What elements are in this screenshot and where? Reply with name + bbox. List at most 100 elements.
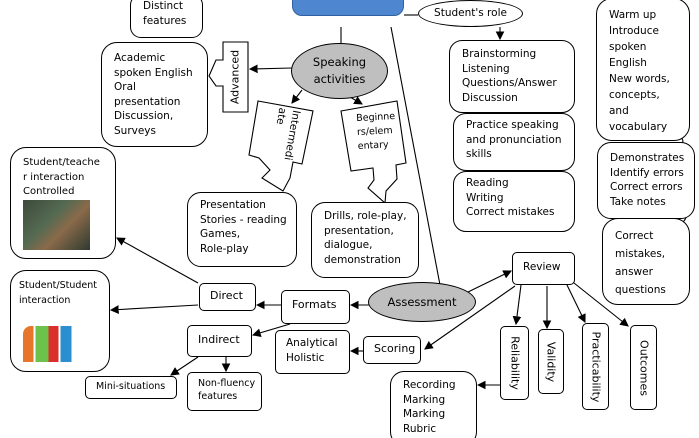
text-line: Reading [466,177,509,189]
mini-situations-box: Mini-situations [85,376,177,399]
text-line: features [198,391,238,402]
beginners-items-box: Drills, role-play, presentation, dialogu… [311,202,419,278]
children-photo [23,326,80,362]
role-step-1: Brainstorming Listening Questions/Answer… [449,40,575,113]
text-line: Reliability [508,336,521,390]
advanced-items-box: Academic spoken English Oral presentatio… [101,42,208,147]
distinct-features-box: Distinct features [130,0,203,38]
teacher-step-1: Warm up Introduce spoken English New wor… [596,0,690,141]
text-line: Student/teache [23,157,100,168]
outcomes-box: Outcomes [630,325,657,410]
text-line: Marking [403,408,446,420]
text-line: Student/Student [19,280,97,291]
text-line: Mini-situations [96,381,166,392]
practicability-box: Practicability [582,323,609,410]
text-line: Academic [114,52,166,64]
direct-box: Direct [199,283,256,311]
text-line: Discussion, [114,110,174,122]
text-line: Demonstrates [610,152,685,164]
arrow-direct-teacher [116,237,199,284]
text-line: Questions/Answer [462,77,557,89]
beginners-label: Beginne rs/elem entary [356,110,397,154]
text-line: Outcomes [637,339,650,396]
text-line: spoken [609,41,647,53]
text-line: activities [313,72,366,86]
arrow-to-advanced [248,64,293,74]
text-line: English [609,57,647,69]
arrow-formats-indirect [251,323,291,338]
text-line: Assessment [387,294,457,309]
text-line: Rubric [403,422,437,435]
text-line: Review [523,261,561,273]
text-line: vocabulary [609,121,668,133]
scoring-box: Scoring [363,336,421,364]
text-line: entary [357,139,389,152]
text-line: Indirect [198,333,240,346]
text-line: Practicability [589,331,602,402]
intermediate-block-arrow [248,100,314,192]
text-line: Stories - reading [200,213,287,226]
text-line: dialogue, [324,239,373,251]
title-box [292,0,404,16]
teacher-step-2: Demonstrates Identify errors Correct err… [597,142,695,219]
text-line: Games, [200,228,241,240]
validity-box: Validity [538,329,564,394]
formats-box: Formats [281,290,350,324]
text-line: Warm up [609,9,657,21]
text-line: Non-fluency [198,378,256,389]
text-line: questions [615,284,666,296]
text-line: Advanced [228,49,242,105]
text-line: mistakes, [615,248,666,260]
text-line: Surveys [114,124,156,137]
text-line: Listening [462,62,510,75]
reliability-box: Reliability [500,326,529,400]
text-line: demonstration [324,253,401,266]
non-fluency-box: Non-fluency features [187,372,262,411]
text-line: Drills, role-play, [324,210,407,222]
arrow-to-beginners [349,96,363,105]
students-role-node: Student's role [418,0,523,27]
recording-box: Recording Marking Marking Rubric [390,371,477,438]
text-line: Direct [210,289,243,302]
arrow-assessment-review [467,270,512,293]
text-line: skills [466,148,492,160]
text-line: Analytical [286,337,338,349]
arrow-review-practicability [566,284,586,323]
text-line: Recording [403,379,456,391]
text-line: Identify errors [610,166,684,179]
text-line: Controlled [23,186,75,197]
text-line: answer [615,266,653,278]
text-line: Correct mistakes [466,206,555,218]
arrow-direct-student [109,304,199,314]
text-line: presentation, [324,224,394,237]
text-line: r interaction [23,171,85,183]
intermediate-label: Intermedi ate [258,104,312,163]
arrow-review-reliability [512,284,522,326]
text-line: Introduce [609,25,659,37]
text-line: presentation [114,95,181,108]
text-line: rs/elem [356,125,393,139]
text-line: Writing [466,191,504,204]
text-line: New words, [609,73,670,85]
text-line: Formats [292,298,337,311]
arrow-indirect-mini [170,356,199,376]
text-line: Brainstorming [462,48,537,60]
text-line: Oral [114,81,136,93]
intermediate-items-box: Presentation Stories - reading Games, Ro… [187,192,297,267]
text-line: Correct [615,230,654,242]
teacher-student-photo [23,200,90,250]
text-line: features [143,14,187,27]
advanced-block-arrow [208,41,249,113]
text-line: concepts, [609,89,660,101]
teacher-step-3: Correct mistakes, answer questions [602,218,690,305]
text-line: spoken English [114,66,193,79]
role-step-2: Practice speaking and pronunciation skil… [453,113,575,171]
text-line: Scoring [374,342,416,355]
advanced-label: Advanced [223,42,247,112]
text-line: Validity [544,341,558,382]
text-line: Take notes [610,195,666,208]
assessment-node: Assessment [368,282,476,322]
arrow-review-outcomes [573,282,629,327]
